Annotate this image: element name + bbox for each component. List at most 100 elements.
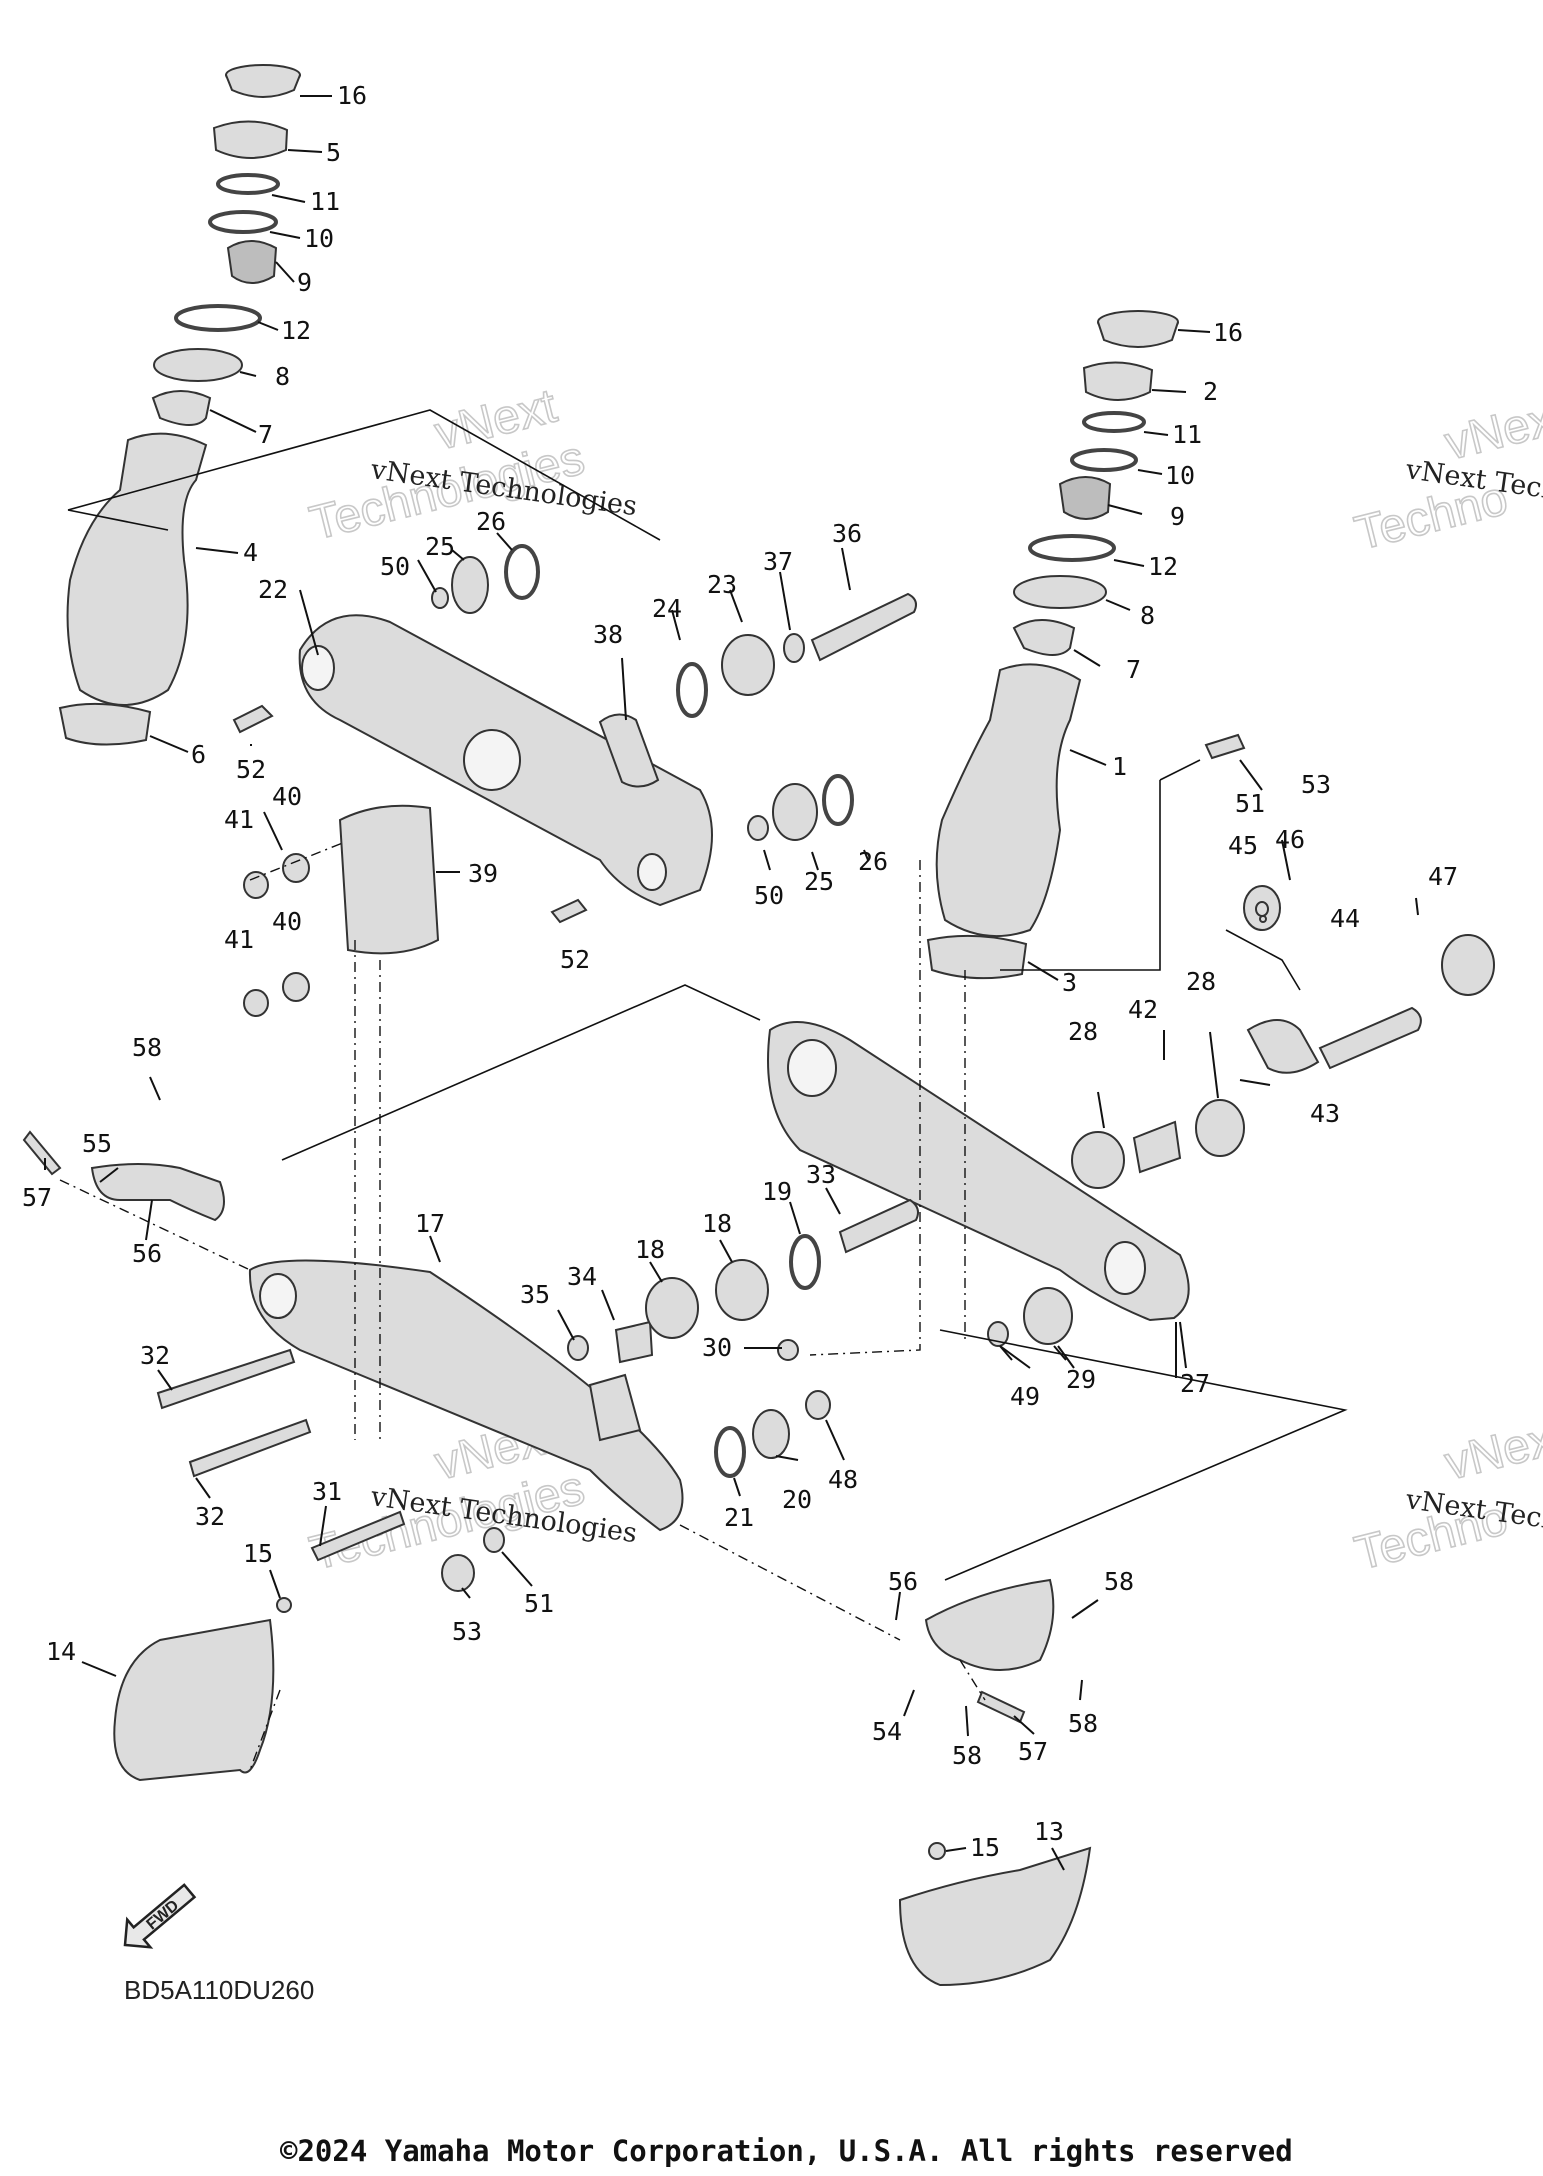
callout-56: 56 (888, 1567, 918, 1596)
callout-18: 18 (702, 1209, 732, 1238)
cover-13 (898, 1846, 1092, 1987)
bolt (1204, 733, 1246, 760)
callout-25: 25 (804, 867, 834, 896)
callout-23: 23 (707, 570, 737, 599)
nut (1441, 934, 1495, 996)
shaft (838, 1198, 919, 1254)
callout-47: 47 (1428, 862, 1458, 891)
axis-line (249, 841, 346, 881)
fwd-arrow: FWD (123, 1883, 197, 1949)
callout-57: 57 (22, 1183, 52, 1212)
callout-38: 38 (593, 620, 623, 649)
leader-lines (44, 95, 1419, 1871)
callout-52: 52 (236, 755, 266, 784)
screw (276, 1597, 292, 1613)
callout-9: 9 (297, 268, 312, 297)
washer-part (153, 348, 243, 382)
bolt (156, 1348, 296, 1410)
axis-line (809, 860, 921, 1356)
callout-20: 20 (782, 1485, 812, 1514)
callout-8: 8 (1140, 601, 1155, 630)
bore (637, 853, 667, 891)
watermark-ghost: vNext (1440, 1410, 1543, 1491)
bore (259, 1273, 297, 1319)
right-column-stack (926, 310, 1179, 980)
ring-part (58, 702, 152, 746)
lower-arm (767, 1021, 1190, 1322)
circlip (676, 662, 708, 718)
callout-49: 49 (1010, 1382, 1040, 1411)
callout-39: 39 (468, 859, 498, 888)
bearing-race (212, 120, 289, 159)
callout-58: 58 (132, 1033, 162, 1062)
watermark-ghost: vNext (1440, 390, 1543, 471)
bolt (22, 1130, 62, 1176)
callout-54: 54 (872, 1717, 902, 1746)
snap-ring (1070, 448, 1138, 472)
callout-17: 17 (415, 1209, 445, 1238)
bolt (232, 704, 274, 734)
group-lines (59, 409, 1348, 1771)
diagram-code: BD5A110DU260 (124, 1975, 315, 2005)
callout-18: 18 (635, 1235, 665, 1264)
copyright-notice: ©2024 Yamaha Motor Corporation, U.S.A. A… (280, 2134, 1293, 2168)
bearing-part (1012, 619, 1076, 656)
callout-26: 26 (476, 507, 506, 536)
bushing (567, 1335, 589, 1361)
callout-33: 33 (806, 1160, 836, 1189)
callout-56: 56 (132, 1239, 162, 1268)
callout-51: 51 (1235, 789, 1265, 818)
bolt (550, 898, 588, 924)
snap-ring (1082, 411, 1146, 433)
callout-26: 26 (858, 847, 888, 876)
callout-28: 28 (1186, 967, 1216, 996)
axis-line (249, 1689, 281, 1771)
callout-31: 31 (312, 1477, 342, 1506)
watermark-top-right: vNext Techno vNext Technologies (1349, 389, 1543, 562)
bushing (747, 815, 769, 841)
watermark-top-left: vNext Technologies vNext Technologies (304, 379, 639, 552)
bore (787, 1039, 837, 1097)
callout-2: 2 (1203, 377, 1218, 406)
callout-25: 25 (425, 532, 455, 561)
callout-37: 37 (763, 547, 793, 576)
lower-arm-assembly (767, 733, 1495, 1347)
callout-15: 15 (970, 1833, 1000, 1862)
snap-ring (208, 210, 278, 234)
group-line (1159, 759, 1201, 781)
nut-hole (1255, 901, 1269, 917)
bearing (752, 1409, 790, 1459)
callout-11: 11 (310, 187, 340, 216)
bottom-arm (248, 1259, 684, 1532)
bearing (1023, 1287, 1073, 1345)
callout-55: 55 (82, 1129, 112, 1158)
callout-5: 5 (326, 138, 341, 167)
callout-30: 30 (702, 1333, 732, 1362)
nut (243, 989, 269, 1017)
callout-9: 9 (1170, 502, 1185, 531)
callout-29: 29 (1066, 1365, 1096, 1394)
arrow-icon (123, 1883, 197, 1949)
callout-42: 42 (1128, 995, 1158, 1024)
callout-34: 34 (567, 1262, 597, 1291)
shaft (1318, 1006, 1422, 1070)
steering-housing-right (935, 663, 1082, 938)
spacer (783, 633, 805, 663)
axis-line (959, 1659, 986, 1701)
bracket-54 (924, 1578, 1055, 1671)
group-line (67, 509, 169, 531)
axis-line (679, 1524, 901, 1641)
group-line (1225, 929, 1301, 991)
group-line (67, 409, 661, 541)
bearing (645, 1277, 699, 1339)
callout-16: 16 (337, 81, 367, 110)
ring-part (926, 934, 1028, 980)
callout-40: 40 (272, 907, 302, 936)
watermark-bottom-right: vNext Techno vNext Technologies (1349, 1409, 1543, 1582)
callout-57: 57 (1018, 1737, 1048, 1766)
callout-12: 12 (281, 316, 311, 345)
callout-16: 16 (1213, 318, 1243, 347)
callout-15: 15 (243, 1539, 273, 1568)
nut-part (226, 240, 278, 284)
